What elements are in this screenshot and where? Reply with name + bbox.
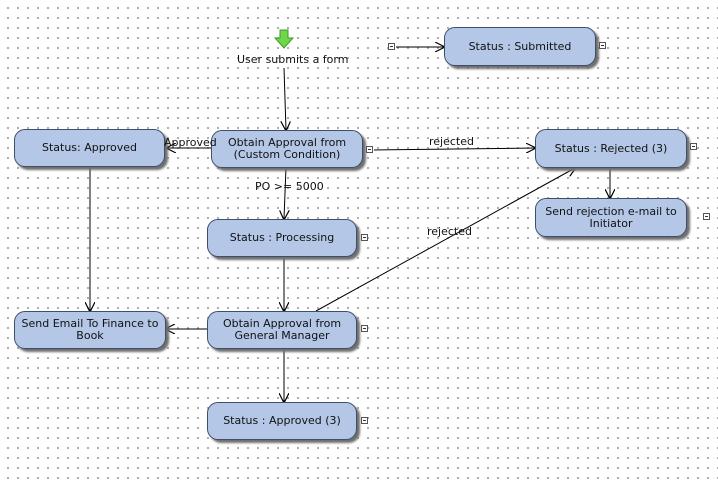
edge-label-rejected-diagonal: rejected: [427, 225, 472, 238]
collapse-toggle[interactable]: [361, 325, 368, 332]
edge-obtain-gm-to-rejected: [315, 168, 575, 312]
node-label: Status : Processing: [229, 231, 335, 244]
node-label: Status: Approved: [41, 141, 137, 154]
node-send-email-finance[interactable]: Send Email To Finance to Book: [14, 311, 166, 349]
node-status-submitted[interactable]: Status : Submitted: [444, 27, 596, 66]
node-label: Status : Submitted: [468, 39, 572, 53]
node-label: Obtain Approval from General Manager: [222, 317, 342, 342]
node-status-approved[interactable]: Status: Approved: [14, 129, 165, 167]
green-down-arrow-icon: [274, 29, 294, 49]
node-label: Status : Rejected (3): [554, 141, 668, 155]
collapse-toggle[interactable]: [366, 146, 373, 153]
edge-label-rejected: rejected: [429, 135, 474, 148]
collapse-toggle[interactable]: [361, 417, 368, 424]
collapse-toggle[interactable]: [690, 143, 697, 150]
node-status-approved-3[interactable]: Status : Approved (3): [207, 402, 357, 440]
node-label: Status : Approved (3): [223, 414, 341, 427]
start-label: User submits a form: [237, 53, 349, 66]
edge-label-approved: Approved: [164, 136, 217, 149]
node-obtain-approval-custom[interactable]: Obtain Approval from (Custom Condition): [211, 130, 363, 168]
edge-obtain-custom-to-rejected: [373, 148, 535, 150]
node-label: Send rejection e-mail to Initiator: [545, 204, 677, 230]
collapse-toggle[interactable]: [599, 42, 606, 49]
edge-start-to-obtain-custom: [284, 67, 286, 130]
collapse-toggle[interactable]: [703, 213, 710, 220]
connector-handle[interactable]: [388, 43, 395, 50]
node-send-rejection-email[interactable]: Send rejection e-mail to Initiator: [535, 198, 687, 237]
collapse-toggle[interactable]: [361, 234, 368, 241]
node-label: Obtain Approval from (Custom Condition): [227, 136, 347, 161]
edge-obtain-custom-to-processing: [284, 166, 286, 219]
node-status-rejected[interactable]: Status : Rejected (3): [535, 129, 687, 168]
node-obtain-approval-gm[interactable]: Obtain Approval from General Manager: [207, 311, 357, 349]
edge-label-po-condition: PO >= 5000: [255, 180, 324, 193]
node-label: Send Email To Finance to Book: [21, 317, 159, 342]
node-status-processing[interactable]: Status : Processing: [207, 219, 357, 257]
